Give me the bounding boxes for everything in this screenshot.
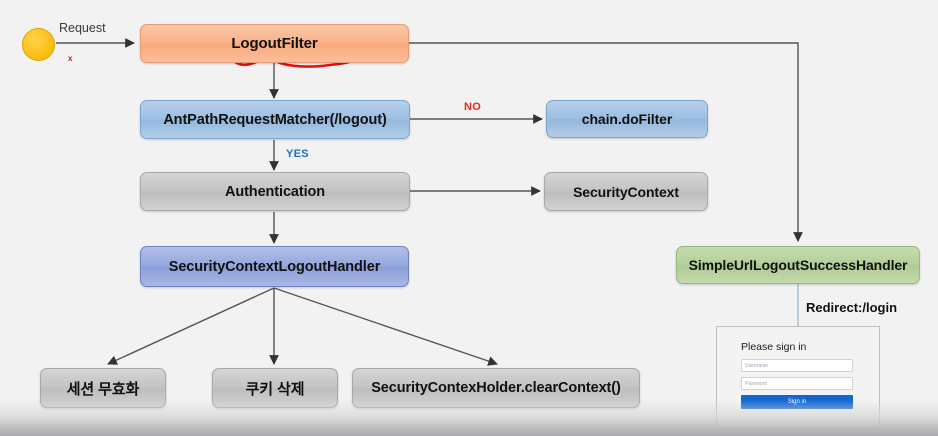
login-form: Please sign in Username Password Sign in [741, 341, 853, 409]
node-authentication[interactable]: Authentication [140, 172, 410, 211]
edge-label-redirect: Redirect:/login [806, 300, 898, 315]
edge-sclh-to-session-invalidate [107, 287, 275, 365]
node-chain-do-filter-label: chain.doFilter [581, 111, 673, 127]
node-security-context-logout-handler-label: SecurityContextLogoutHandler [168, 258, 381, 275]
password-input[interactable]: Password [741, 377, 853, 390]
node-cookie-delete-label: 쿠키 삭제 [245, 380, 305, 398]
edge-logoutfilter-to-successhandler [409, 42, 803, 242]
node-session-invalidate[interactable]: 세션 무효화 [40, 368, 166, 408]
node-chain-do-filter[interactable]: chain.doFilter [546, 100, 708, 138]
node-ant-path-request-matcher-label: AntPathRequestMatcher(/logout) [163, 111, 387, 128]
edge-label-request: Request [59, 21, 106, 35]
node-simple-url-logout-success-handler[interactable]: SimpleUrlLogoutSuccessHandler [676, 246, 920, 284]
edge-label-yes: YES [286, 148, 309, 160]
node-logout-filter[interactable]: LogoutFilter [140, 24, 409, 63]
username-input[interactable]: Username [741, 359, 853, 372]
node-security-context-logout-handler[interactable]: SecurityContextLogoutHandler [140, 246, 409, 287]
sign-in-button[interactable]: Sign in [741, 395, 853, 409]
login-page-preview: Please sign in Username Password Sign in [716, 326, 880, 429]
annotation-mark: x [68, 54, 73, 63]
node-security-context[interactable]: SecurityContext [544, 172, 708, 211]
node-logout-filter-label: LogoutFilter [231, 35, 318, 52]
node-ant-path-request-matcher[interactable]: AntPathRequestMatcher(/logout) [140, 100, 410, 139]
node-clear-context[interactable]: SecurityContexHolder.clearContext() [352, 368, 640, 408]
edge-label-no: NO [464, 101, 482, 113]
node-session-invalidate-label: 세션 무효화 [66, 380, 140, 398]
start-node [22, 28, 55, 61]
node-simple-url-logout-success-handler-label: SimpleUrlLogoutSuccessHandler [688, 257, 908, 273]
node-cookie-delete[interactable]: 쿠키 삭제 [212, 368, 338, 408]
login-heading: Please sign in [741, 341, 807, 353]
node-clear-context-label: SecurityContexHolder.clearContext() [371, 380, 621, 396]
node-authentication-label: Authentication [224, 183, 326, 200]
node-security-context-label: SecurityContext [573, 183, 679, 200]
edge-sclh-to-clear-context [273, 287, 498, 366]
